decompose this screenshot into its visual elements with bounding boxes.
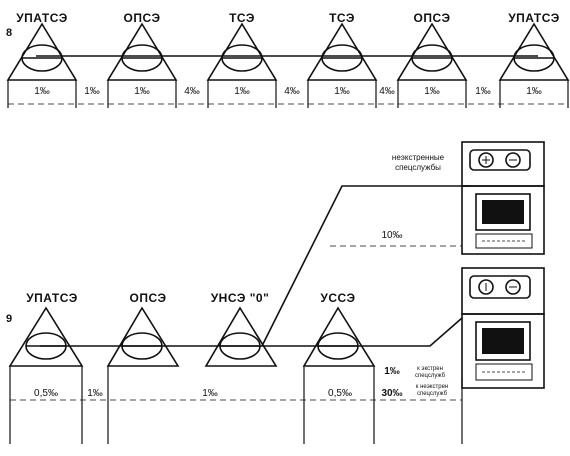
d8-node-value-1: 1‰ bbox=[34, 86, 50, 97]
service-block-top: неэкстренные спецслужбы 10‰ bbox=[330, 141, 545, 255]
bottom-monitor-icon bbox=[475, 321, 531, 361]
d8-value-boxes bbox=[7, 80, 569, 108]
d8-node-value-4: 1‰ bbox=[334, 86, 350, 97]
top-computer-unit bbox=[461, 185, 545, 255]
d9-node-label-1: УПАТСЭ bbox=[26, 291, 78, 305]
d9-number: 9 bbox=[6, 313, 12, 325]
d8-number: 8 bbox=[6, 27, 12, 39]
d8-node-3 bbox=[206, 22, 278, 81]
diagram-9: УПАТСЭ ОПСЭ УНСЭ "0" УССЭ 9 bbox=[6, 185, 470, 444]
service-top-label-line2: спецслужбы bbox=[395, 163, 441, 172]
d8-node-label-3: ТСЭ bbox=[229, 11, 255, 25]
d9-node-3 bbox=[204, 306, 278, 367]
d9-emergency-value: 1‰ bbox=[384, 366, 400, 377]
top-switch-unit bbox=[461, 141, 545, 187]
top-dial-right-icon bbox=[505, 152, 521, 168]
d8-node-value-6: 1‰ bbox=[526, 86, 542, 97]
d8-node-6 bbox=[498, 22, 570, 81]
d8-node-label-6: УПАТСЭ bbox=[508, 11, 560, 25]
d9-node-label-4: УССЭ bbox=[320, 291, 355, 305]
top-monitor-icon bbox=[475, 193, 531, 231]
bottom-dial-left-icon bbox=[478, 279, 494, 295]
d8-node-1 bbox=[6, 22, 78, 81]
d9-link-to-noncritical-services bbox=[261, 185, 470, 347]
d8-link-value-5: 1‰ bbox=[475, 86, 491, 97]
d9-node-value-3: 0,5‰ bbox=[328, 388, 352, 399]
d9-node-label-2: ОПСЭ bbox=[129, 291, 166, 305]
d9-link-value: 1‰ bbox=[87, 388, 103, 399]
d9-node-1 bbox=[8, 306, 84, 367]
service-top-label-line1: неэкстренные bbox=[392, 153, 445, 162]
d9-node-value-1: 0,5‰ bbox=[34, 388, 58, 399]
service-top-value: 10‰ bbox=[381, 230, 402, 241]
d9-emergency-note-line2: спецслужб bbox=[415, 373, 446, 379]
top-switch-panel bbox=[469, 149, 531, 171]
d9-noncritical-note-line2: спецслужб bbox=[417, 391, 448, 397]
bottom-dial-right-icon bbox=[505, 279, 521, 295]
d8-link-value-1: 1‰ bbox=[84, 86, 100, 97]
d8-node-5 bbox=[396, 22, 468, 81]
d8-node-label-1: УПАТСЭ bbox=[16, 11, 68, 25]
d8-node-2 bbox=[106, 22, 178, 81]
d9-node-label-3: УНСЭ "0" bbox=[211, 291, 270, 305]
bottom-switch-panel bbox=[469, 275, 531, 299]
d9-node-4 bbox=[302, 306, 376, 367]
d8-node-value-2: 1‰ bbox=[134, 86, 150, 97]
d8-link-value-4: 4‰ bbox=[379, 86, 395, 97]
d8-node-4 bbox=[306, 22, 378, 81]
d9-value-boxes bbox=[9, 366, 463, 444]
d8-node-value-3: 1‰ bbox=[234, 86, 250, 97]
service-block-bottom bbox=[461, 267, 545, 389]
d9-noncritical-note-line1: к неэкстрен bbox=[416, 384, 448, 390]
top-dial-left-icon bbox=[478, 152, 494, 168]
diagram-8: УПАТСЭ ОПСЭ ТСЭ ТСЭ ОПСЭ УПАТСЭ 8 bbox=[6, 11, 570, 108]
d9-node-2 bbox=[106, 306, 180, 367]
d8-link-value-3: 4‰ bbox=[284, 86, 300, 97]
d8-node-label-4: ТСЭ bbox=[329, 11, 355, 25]
bottom-computer-unit bbox=[461, 313, 545, 389]
d8-link-value-2: 4‰ bbox=[184, 86, 200, 97]
d8-node-label-2: ОПСЭ bbox=[123, 11, 160, 25]
d9-link-to-emergency-services bbox=[338, 317, 463, 347]
bottom-switch-unit bbox=[461, 267, 545, 315]
d8-node-label-5: ОПСЭ bbox=[413, 11, 450, 25]
d9-noncritical-value: 30‰ bbox=[381, 388, 402, 399]
d9-emergency-note-line1: к экстрен bbox=[417, 366, 443, 372]
d8-node-value-5: 1‰ bbox=[424, 86, 440, 97]
d9-node-value-2: 1‰ bbox=[202, 388, 218, 399]
